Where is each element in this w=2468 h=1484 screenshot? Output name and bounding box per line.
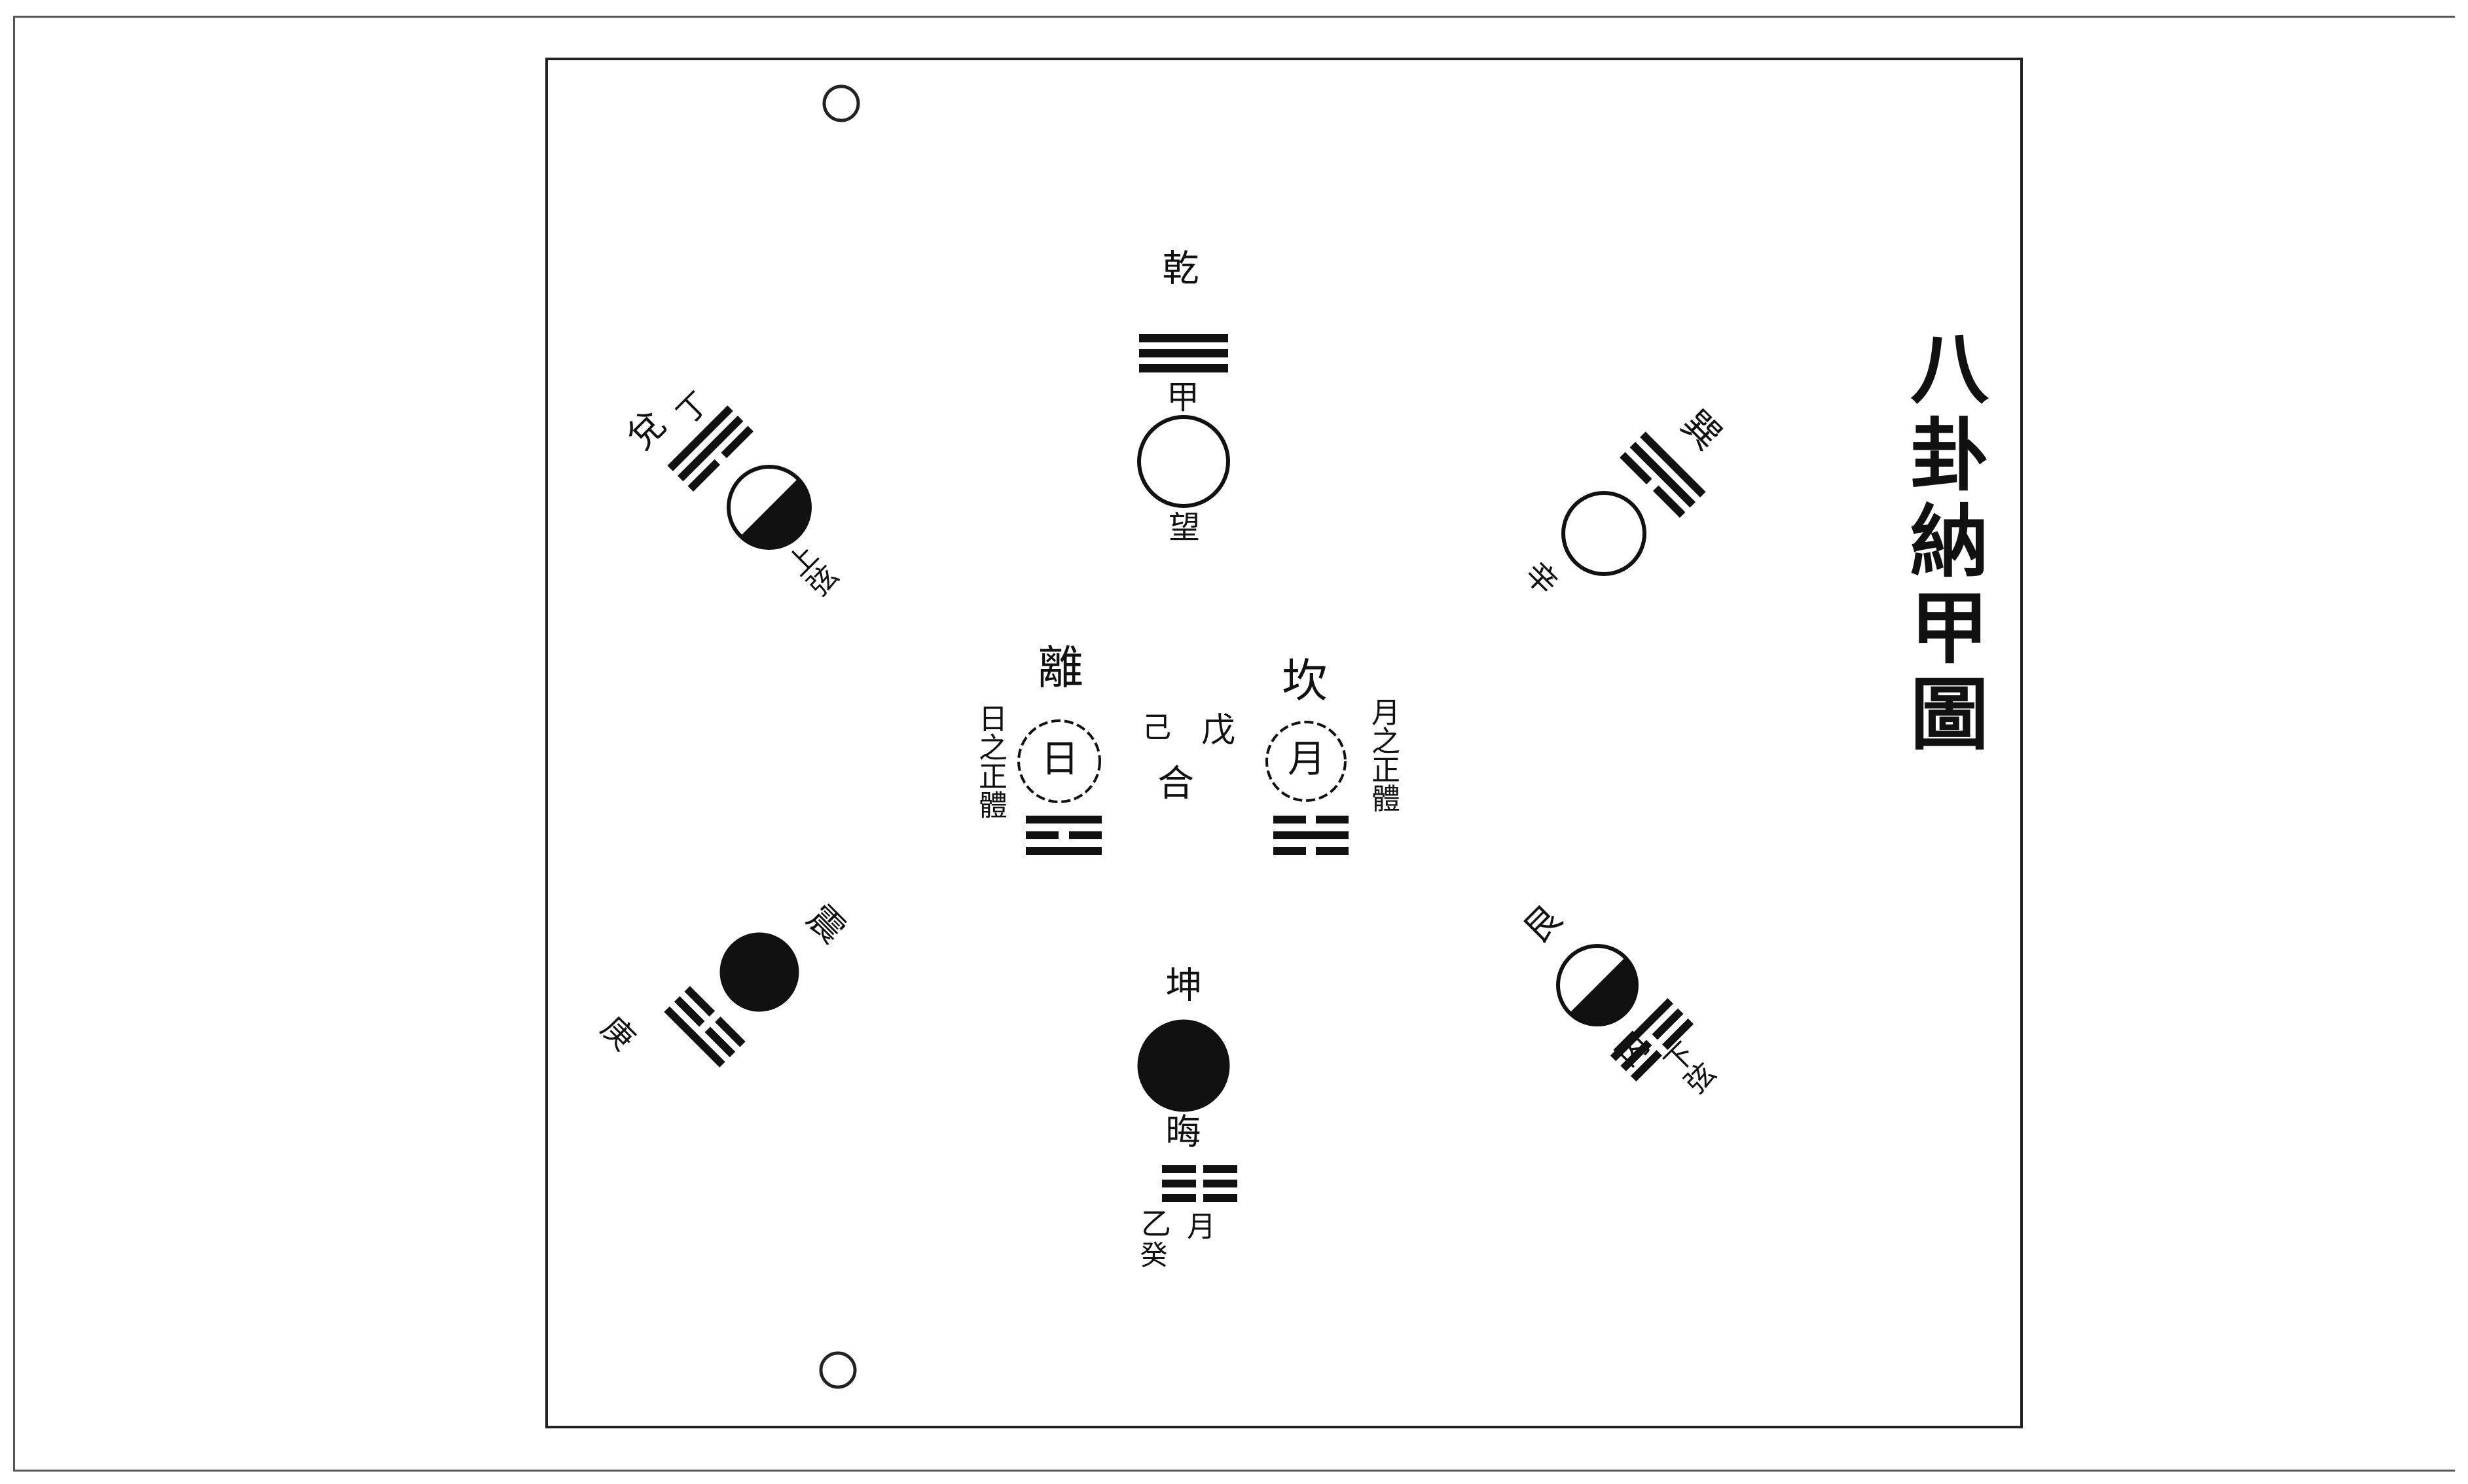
li-note: 日之正體 xyxy=(973,704,1007,819)
bottom-text2: 晦 xyxy=(1159,1113,1201,1148)
crescent-moon-icon xyxy=(719,932,799,1012)
top-text1: 乾 xyxy=(1156,249,1199,285)
center-wu: 戊 xyxy=(1201,711,1236,750)
top-note: 望 xyxy=(1163,511,1199,542)
page-top-edge xyxy=(13,16,2455,18)
trigram-gen-icon xyxy=(1610,998,1694,1082)
upper-right-xun-group xyxy=(1561,431,1706,576)
top-qian-group xyxy=(1137,334,1230,508)
bottom-text5: 月 xyxy=(1182,1211,1215,1240)
waning-gibbous-icon xyxy=(1561,491,1646,576)
page-bottom-edge xyxy=(13,1470,2455,1472)
bottom-text1: 坤 xyxy=(1159,966,1202,1002)
page-left-edge xyxy=(13,16,15,1472)
trigram-xun-icon xyxy=(1620,431,1706,518)
bottom-text4: 癸 xyxy=(1136,1240,1168,1268)
binding-hole-top xyxy=(822,84,860,122)
last-quarter-moon-icon xyxy=(1569,957,1637,1024)
sun-icon xyxy=(1017,719,1101,803)
page-title: 八卦納甲圖 xyxy=(1896,327,1989,759)
li-symbol: 日 xyxy=(1041,736,1080,781)
center-li-group xyxy=(1017,719,1102,855)
moon-icon xyxy=(1265,721,1347,802)
center-kan-group xyxy=(1265,721,1349,855)
kan-name: 坎 xyxy=(1282,654,1328,708)
diagram-frame xyxy=(545,58,2023,1428)
trigram-dui-icon xyxy=(667,405,753,492)
full-moon-icon xyxy=(1137,415,1230,508)
top-text2: 甲 xyxy=(1161,380,1199,412)
lower-right-gen-group xyxy=(1556,943,1694,1082)
waxing-moon-icon xyxy=(740,479,810,548)
kan-symbol: 月 xyxy=(1288,736,1326,781)
center-ji: 己 xyxy=(1142,711,1171,744)
upper-left-dui-group xyxy=(667,405,812,550)
trigram-li-icon xyxy=(1026,816,1102,855)
trigram-zhen-icon xyxy=(664,986,746,1068)
trigram-qian-icon xyxy=(1139,334,1228,372)
center-he: 合 xyxy=(1157,763,1194,805)
kan-note: 月之正體 xyxy=(1366,697,1400,812)
trigram-kun-icon xyxy=(1162,1165,1237,1202)
bottom-kun-group xyxy=(1137,1019,1237,1202)
li-name: 離 xyxy=(1038,641,1083,695)
trigram-kan-icon xyxy=(1273,816,1349,855)
lower-left-zhen-group xyxy=(664,932,799,1068)
binding-hole-bottom xyxy=(819,1351,857,1389)
bottom-text3: 乙 xyxy=(1136,1208,1172,1238)
new-moon-icon xyxy=(1137,1019,1230,1112)
